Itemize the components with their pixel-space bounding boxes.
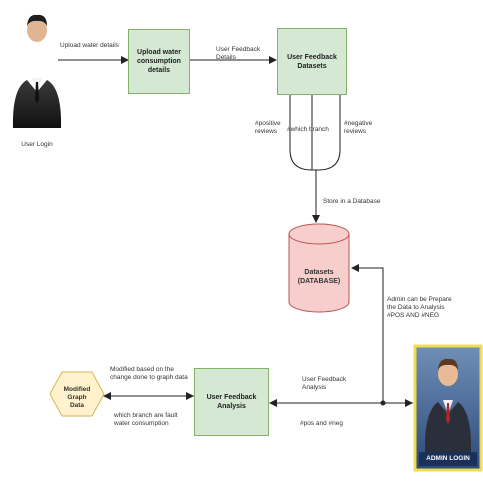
user-feedback-datasets-box[interactable]: User Feedback Datasets [277,28,347,95]
which-branch-fault-label: which branch are fault water consumption [114,412,178,427]
admin-login-label: ADMIN LOGIN [426,455,470,462]
edge-database-to-admin [352,267,384,403]
admin-prepare-label: Admin can be Prepare the Data to Analysi… [387,296,452,319]
modified-graph-label: Modified Graph Data [63,386,91,409]
user-feedback-analysis-box[interactable]: User Feedback Analysis [194,368,269,436]
positive-reviews-label: #positive reviews [255,120,281,135]
database-cylinder [288,223,350,313]
upload-details-label: Upload water details [60,42,119,49]
store-database-label: Store in a Database [323,198,381,205]
upload-water-box[interactable]: Upload water consumption details [128,29,190,94]
junction-dot [380,400,386,406]
pos-neg-label: #pos and #neg [300,420,344,427]
which-branch-label: #which branch [287,126,329,133]
edge-negative-branch [317,95,341,171]
user-actor-icon [12,14,62,128]
user-feedback-analysis-label: User Feedback Analysis [302,376,347,391]
database-label: Datasets (DATABASE) [297,269,341,285]
modified-based-label: Modified based on the change done to gra… [110,366,188,381]
user-login-label: User Login [21,141,53,148]
admin-actor-icon [413,344,483,472]
negative-reviews-label: #negative reviews [344,120,373,135]
user-feedback-details-label: User Feedback Details [216,46,261,61]
